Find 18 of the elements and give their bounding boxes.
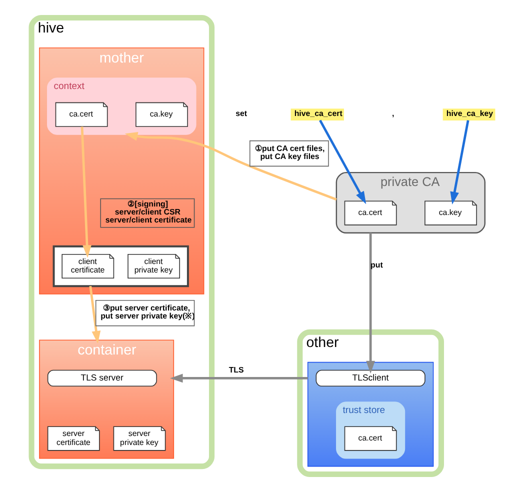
label: set <box>236 108 248 118</box>
label: , <box>392 108 394 118</box>
edge-label: put <box>370 260 383 270</box>
node-box: TLSclient <box>316 370 426 387</box>
edge-label: ③put server certificate, put server private key(※) <box>100 304 195 321</box>
node-box: hive_ca_cert <box>290 108 344 121</box>
arrow <box>124 132 337 201</box>
arrow <box>450 120 470 205</box>
node-box: hive_ca_key <box>442 108 496 121</box>
arrow <box>170 374 308 383</box>
node-box: TLS server <box>47 370 157 387</box>
arrow <box>89 286 101 344</box>
edge-label: ①put CA cert files, put CA key files <box>255 144 325 162</box>
arrow <box>366 232 376 374</box>
arrow <box>319 120 366 204</box>
node-box: ②[signing] server/client CSR server/client certificate <box>100 198 195 228</box>
arrow <box>80 126 92 258</box>
edge-label: TLS <box>228 366 244 375</box>
